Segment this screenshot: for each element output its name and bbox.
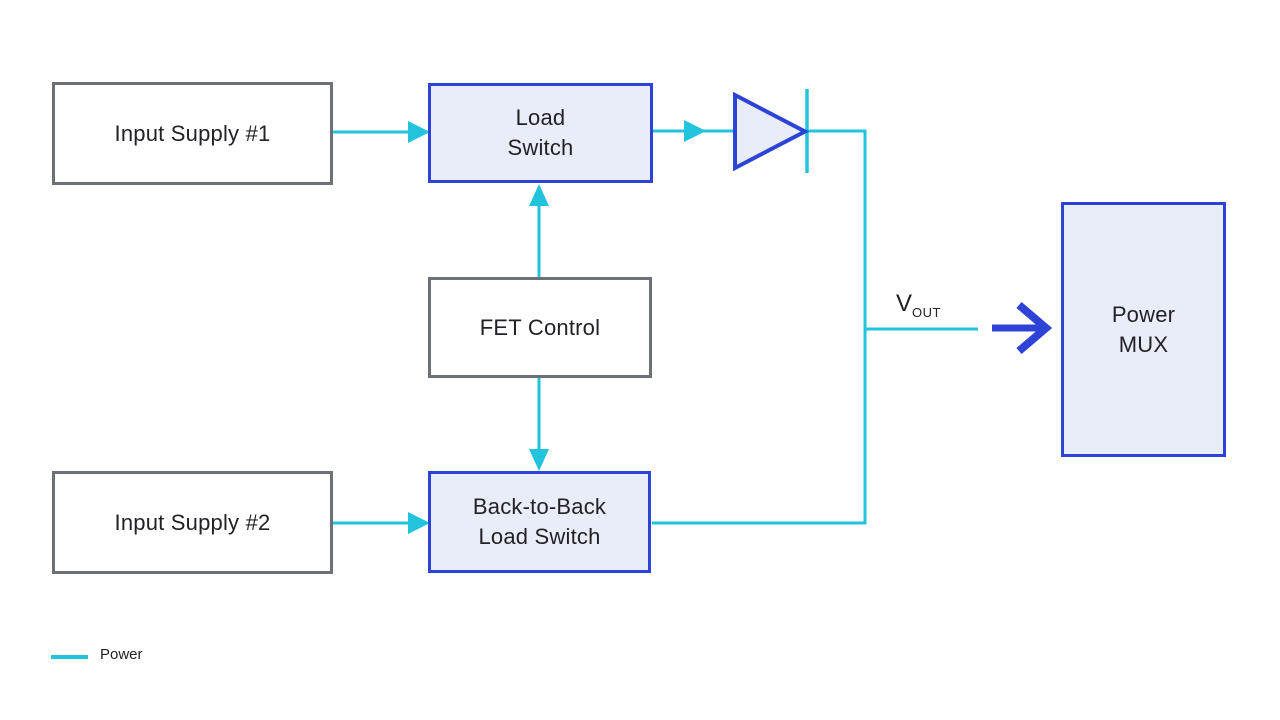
node-input-supply-1: Input Supply #1 (52, 82, 333, 185)
arrowhead-fet-up-icon (529, 184, 549, 206)
arrowhead-supply1-icon (408, 121, 430, 143)
vout-label-sub: OUT (912, 305, 941, 320)
node-power-mux: Power MUX (1061, 202, 1226, 457)
node-input-supply-2-label: Input Supply #2 (114, 509, 271, 535)
arrowhead-fet-down-icon (529, 449, 549, 471)
node-input-supply-1-label: Input Supply #1 (114, 120, 271, 146)
vout-arrow-head-icon (1016, 301, 1053, 355)
power-line-diode-to-backtoback (652, 129, 867, 525)
node-back-to-back-load-switch: Back-to-Back Load Switch (428, 471, 651, 573)
node-fet-control: FET Control (428, 277, 652, 378)
node-back-to-back-load-switch-label: Back-to-Back Load Switch (472, 494, 607, 549)
diode-icon (733, 91, 810, 172)
node-load-switch: Load Switch (428, 83, 653, 183)
vout-label: VOUT (896, 290, 941, 320)
node-load-switch-label: Load Switch (507, 105, 574, 160)
vout-label-main: V (896, 290, 913, 317)
legend-power-label: Power (100, 646, 143, 663)
node-input-supply-2: Input Supply #2 (52, 471, 333, 574)
node-power-mux-label: Power MUX (1111, 301, 1176, 357)
arrowhead-supply2-icon (408, 512, 430, 534)
node-fet-control-label: FET Control (479, 314, 601, 340)
arrowhead-loadswitch-out-icon (684, 120, 706, 142)
